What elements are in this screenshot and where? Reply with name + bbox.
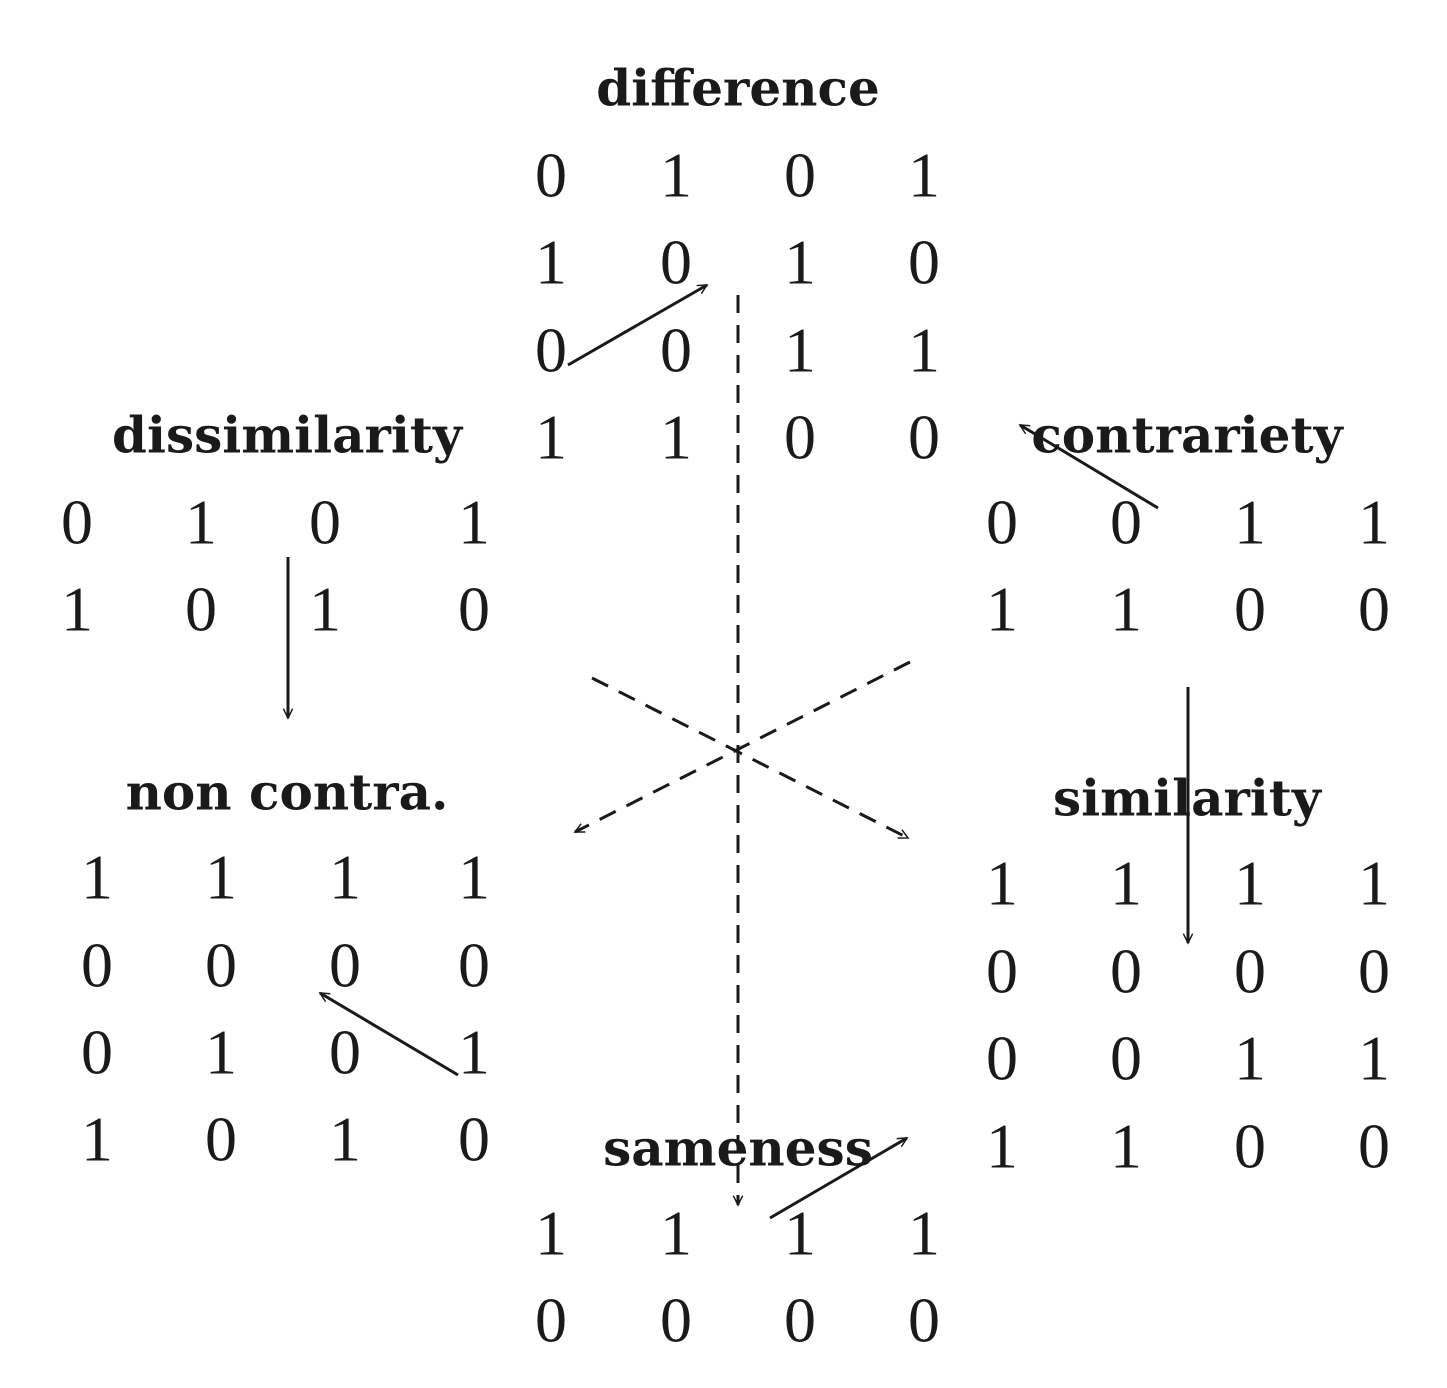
matrix-cell: 0 (329, 930, 361, 1001)
matrix-cell: 0 (1358, 936, 1390, 1007)
matrix-cell: 1 (205, 1017, 237, 1088)
matrix-cell: 0 (1358, 1111, 1390, 1182)
matrix-cell: 1 (1110, 574, 1142, 645)
matrix-cell: 0 (986, 487, 1018, 558)
group-title: contrariety (1031, 406, 1344, 465)
matrix-cell: 1 (458, 487, 490, 558)
matrix-cell: 1 (1110, 848, 1142, 919)
matrix-cell: 1 (1234, 848, 1266, 919)
matrix-cell: 1 (908, 1198, 940, 1269)
matrix-cell: 0 (535, 140, 567, 211)
matrix-cell: 1 (329, 842, 361, 913)
matrix-cell: 0 (1234, 1111, 1266, 1182)
matrix-cell: 1 (458, 842, 490, 913)
matrix-cell: 1 (908, 315, 940, 386)
matrix-cell: 0 (81, 930, 113, 1001)
matrix-cell: 0 (660, 1285, 692, 1356)
matrix-cell: 1 (205, 842, 237, 913)
matrix-cell: 1 (309, 574, 341, 645)
matrix-cell: 0 (81, 1017, 113, 1088)
matrix-cell: 1 (61, 574, 93, 645)
matrix-cell: 1 (784, 1198, 816, 1269)
matrix-cell: 0 (1110, 936, 1142, 1007)
matrix-cell: 0 (908, 1285, 940, 1356)
matrix-cell: 1 (535, 402, 567, 473)
arrow-dissimilarity-to-difference (567, 283, 709, 367)
matrix-cell: 1 (1110, 1111, 1142, 1182)
matrix-cell: 1 (458, 1017, 490, 1088)
matrix-cell: 0 (458, 1104, 490, 1175)
matrix-cell: 0 (535, 315, 567, 386)
matrix-cell: 0 (784, 1285, 816, 1356)
matrix-cell: 0 (1234, 936, 1266, 1007)
matrix-cell: 1 (1234, 1023, 1266, 1094)
matrix-cell: 1 (660, 402, 692, 473)
arrow-to-non-contra (318, 991, 459, 1077)
matrix-cell: 0 (986, 936, 1018, 1007)
matrix-cell: 0 (458, 930, 490, 1001)
matrix-cell: 0 (205, 930, 237, 1001)
matrix-cell: 0 (1110, 1023, 1142, 1094)
matrix-cell: 1 (660, 1198, 692, 1269)
group-title: non contra. (126, 763, 449, 822)
matrix-cell: 1 (1358, 848, 1390, 919)
matrix-cell: 0 (1110, 487, 1142, 558)
group-dissimilarity: dissimilarity 0 1 0 1 1 0 1 0 (61, 406, 490, 645)
matrix-cell: 0 (535, 1285, 567, 1356)
matrix-cell: 1 (784, 315, 816, 386)
matrix-cell: 1 (1358, 1023, 1390, 1094)
matrix-cell: 1 (660, 140, 692, 211)
matrix-cell: 1 (784, 227, 816, 298)
matrix-cell: 0 (61, 487, 93, 558)
matrix-cell: 0 (329, 1017, 361, 1088)
matrix-cell: 1 (908, 140, 940, 211)
group-difference: difference 0 1 0 1 1 0 1 0 0 0 1 1 1 1 0 0 (535, 59, 940, 473)
arrow-to-contrariety (1018, 423, 1159, 510)
matrix-cell: 1 (185, 487, 217, 558)
group-title: dissimilarity (112, 406, 464, 465)
matrix-cell: 0 (205, 1104, 237, 1175)
matrix-cell: 1 (1234, 487, 1266, 558)
matrix-cell: 1 (986, 1111, 1018, 1182)
matrix-cell: 1 (81, 1104, 113, 1175)
matrix-cell: 1 (986, 848, 1018, 919)
matrix-cell: 1 (1358, 487, 1390, 558)
matrix-cell: 0 (908, 402, 940, 473)
matrix-cell: 0 (660, 315, 692, 386)
matrix-cell: 0 (784, 402, 816, 473)
matrix-cell: 1 (535, 227, 567, 298)
dashed-arrow-contrariety-to-non-contra (573, 660, 911, 834)
matrix-cell: 1 (81, 842, 113, 913)
matrix-cell: 0 (309, 487, 341, 558)
matrix-cell: 1 (329, 1104, 361, 1175)
matrix-cell: 0 (458, 574, 490, 645)
matrix-cell: 0 (1358, 574, 1390, 645)
matrix-cell: 0 (1234, 574, 1266, 645)
arrow-sameness-to-similarity (769, 1136, 909, 1220)
matrix-cell: 0 (660, 227, 692, 298)
matrix-cell: 0 (784, 140, 816, 211)
matrix-cell: 1 (986, 574, 1018, 645)
matrix-cell: 0 (908, 227, 940, 298)
dashed-arrow-dissimilarity-to-similarity (591, 676, 910, 840)
matrix-cell: 0 (986, 1023, 1018, 1094)
matrix-cell: 1 (535, 1198, 567, 1269)
group-title: difference (596, 59, 880, 118)
matrix-cell: 0 (185, 574, 217, 645)
